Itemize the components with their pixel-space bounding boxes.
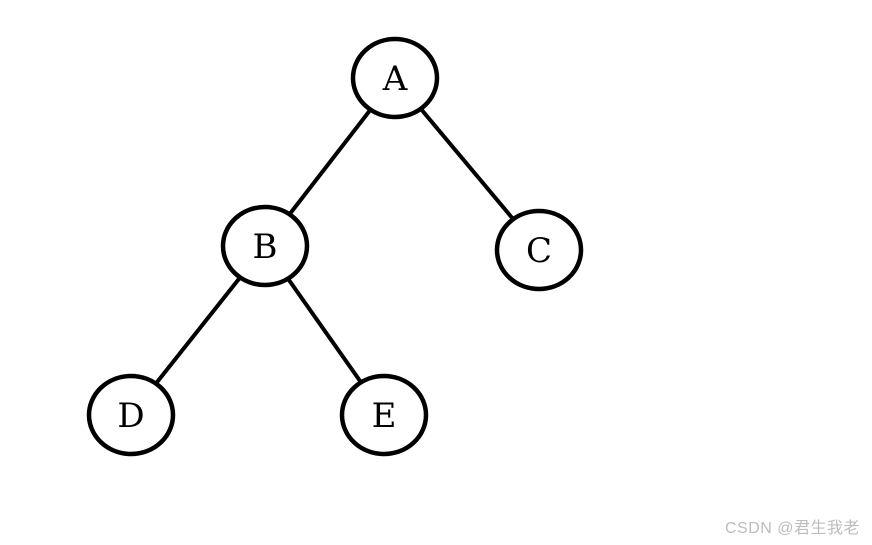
node-A: A: [350, 36, 440, 120]
node-circle-A: [350, 36, 440, 120]
node-label-A: A: [382, 59, 408, 99]
node-label-B: B: [253, 227, 278, 267]
tree-edges: [129, 76, 541, 417]
node-E: E: [339, 373, 429, 457]
node-circle-B: [220, 204, 310, 288]
node-label-E: E: [372, 396, 397, 436]
node-label-C: C: [526, 231, 552, 271]
watermark: CSDN @君生我老: [724, 520, 860, 537]
node-C: C: [494, 208, 584, 292]
node-D: D: [86, 373, 176, 457]
node-circle-D: [86, 373, 176, 457]
node-B: B: [220, 204, 310, 288]
node-circle-E: [339, 373, 429, 457]
tree-nodes: A B C D E: [86, 36, 584, 457]
node-circle-C: [494, 208, 584, 292]
node-label-D: D: [117, 396, 144, 436]
